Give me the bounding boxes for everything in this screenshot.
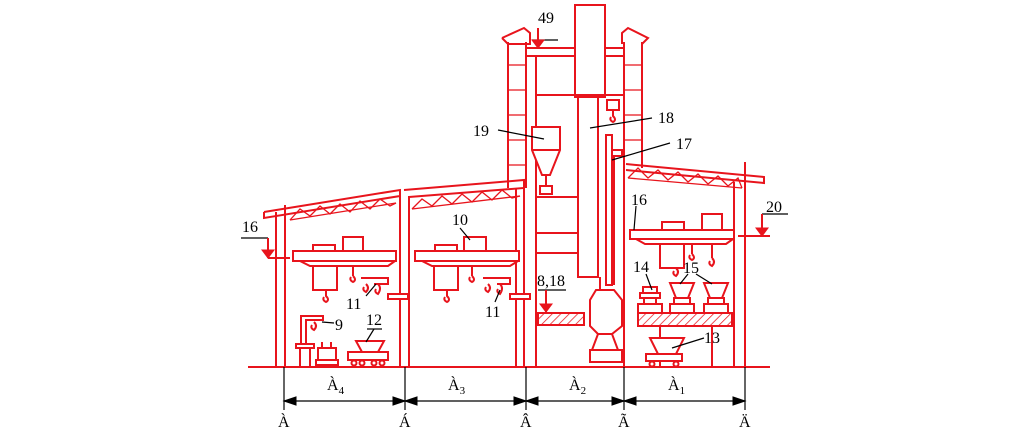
callout-13: 13 [704, 330, 720, 347]
axis-label-3: Â [520, 412, 532, 431]
span-a3-structure [403, 178, 531, 367]
callout-11-b: 11 [485, 304, 500, 321]
level-marker-16-left [241, 237, 290, 259]
callout-12: 12 [366, 312, 382, 329]
span-a4-label: À4 [327, 375, 345, 397]
span-a1-label: À1 [668, 375, 685, 397]
callout-8-18: 8,18 [537, 273, 565, 290]
leader-lines [321, 117, 713, 349]
callout-17: 17 [676, 136, 692, 153]
callout-14: 14 [633, 259, 649, 276]
span-a3-label: À3 [448, 375, 466, 397]
dimension-arrows [282, 396, 747, 406]
axis-label-1: À [278, 412, 290, 431]
callout-20: 20 [766, 199, 782, 216]
callout-15: 15 [683, 260, 699, 277]
callout-10: 10 [452, 212, 468, 229]
central-tower [501, 4, 650, 367]
callout-18: 18 [658, 110, 674, 127]
callout-9: 9 [335, 317, 343, 334]
axis-label-4: Ã [618, 413, 630, 431]
span-a2-label: À2 [569, 375, 586, 397]
level-marker-8-18 [538, 289, 566, 313]
span-a4-structure [263, 188, 410, 367]
callout-16-right: 16 [631, 192, 647, 209]
callout-11-a: 11 [346, 296, 361, 313]
axis-label-2: Á [399, 412, 411, 431]
callout-19: 19 [473, 123, 489, 140]
callout-16-left: 16 [242, 219, 258, 236]
axis-label-5: Ä [739, 413, 751, 431]
level-marker-20 [738, 213, 788, 237]
callout-49: 49 [538, 10, 554, 27]
level-marker-49 [531, 28, 558, 49]
span-a1-structure [625, 162, 765, 368]
